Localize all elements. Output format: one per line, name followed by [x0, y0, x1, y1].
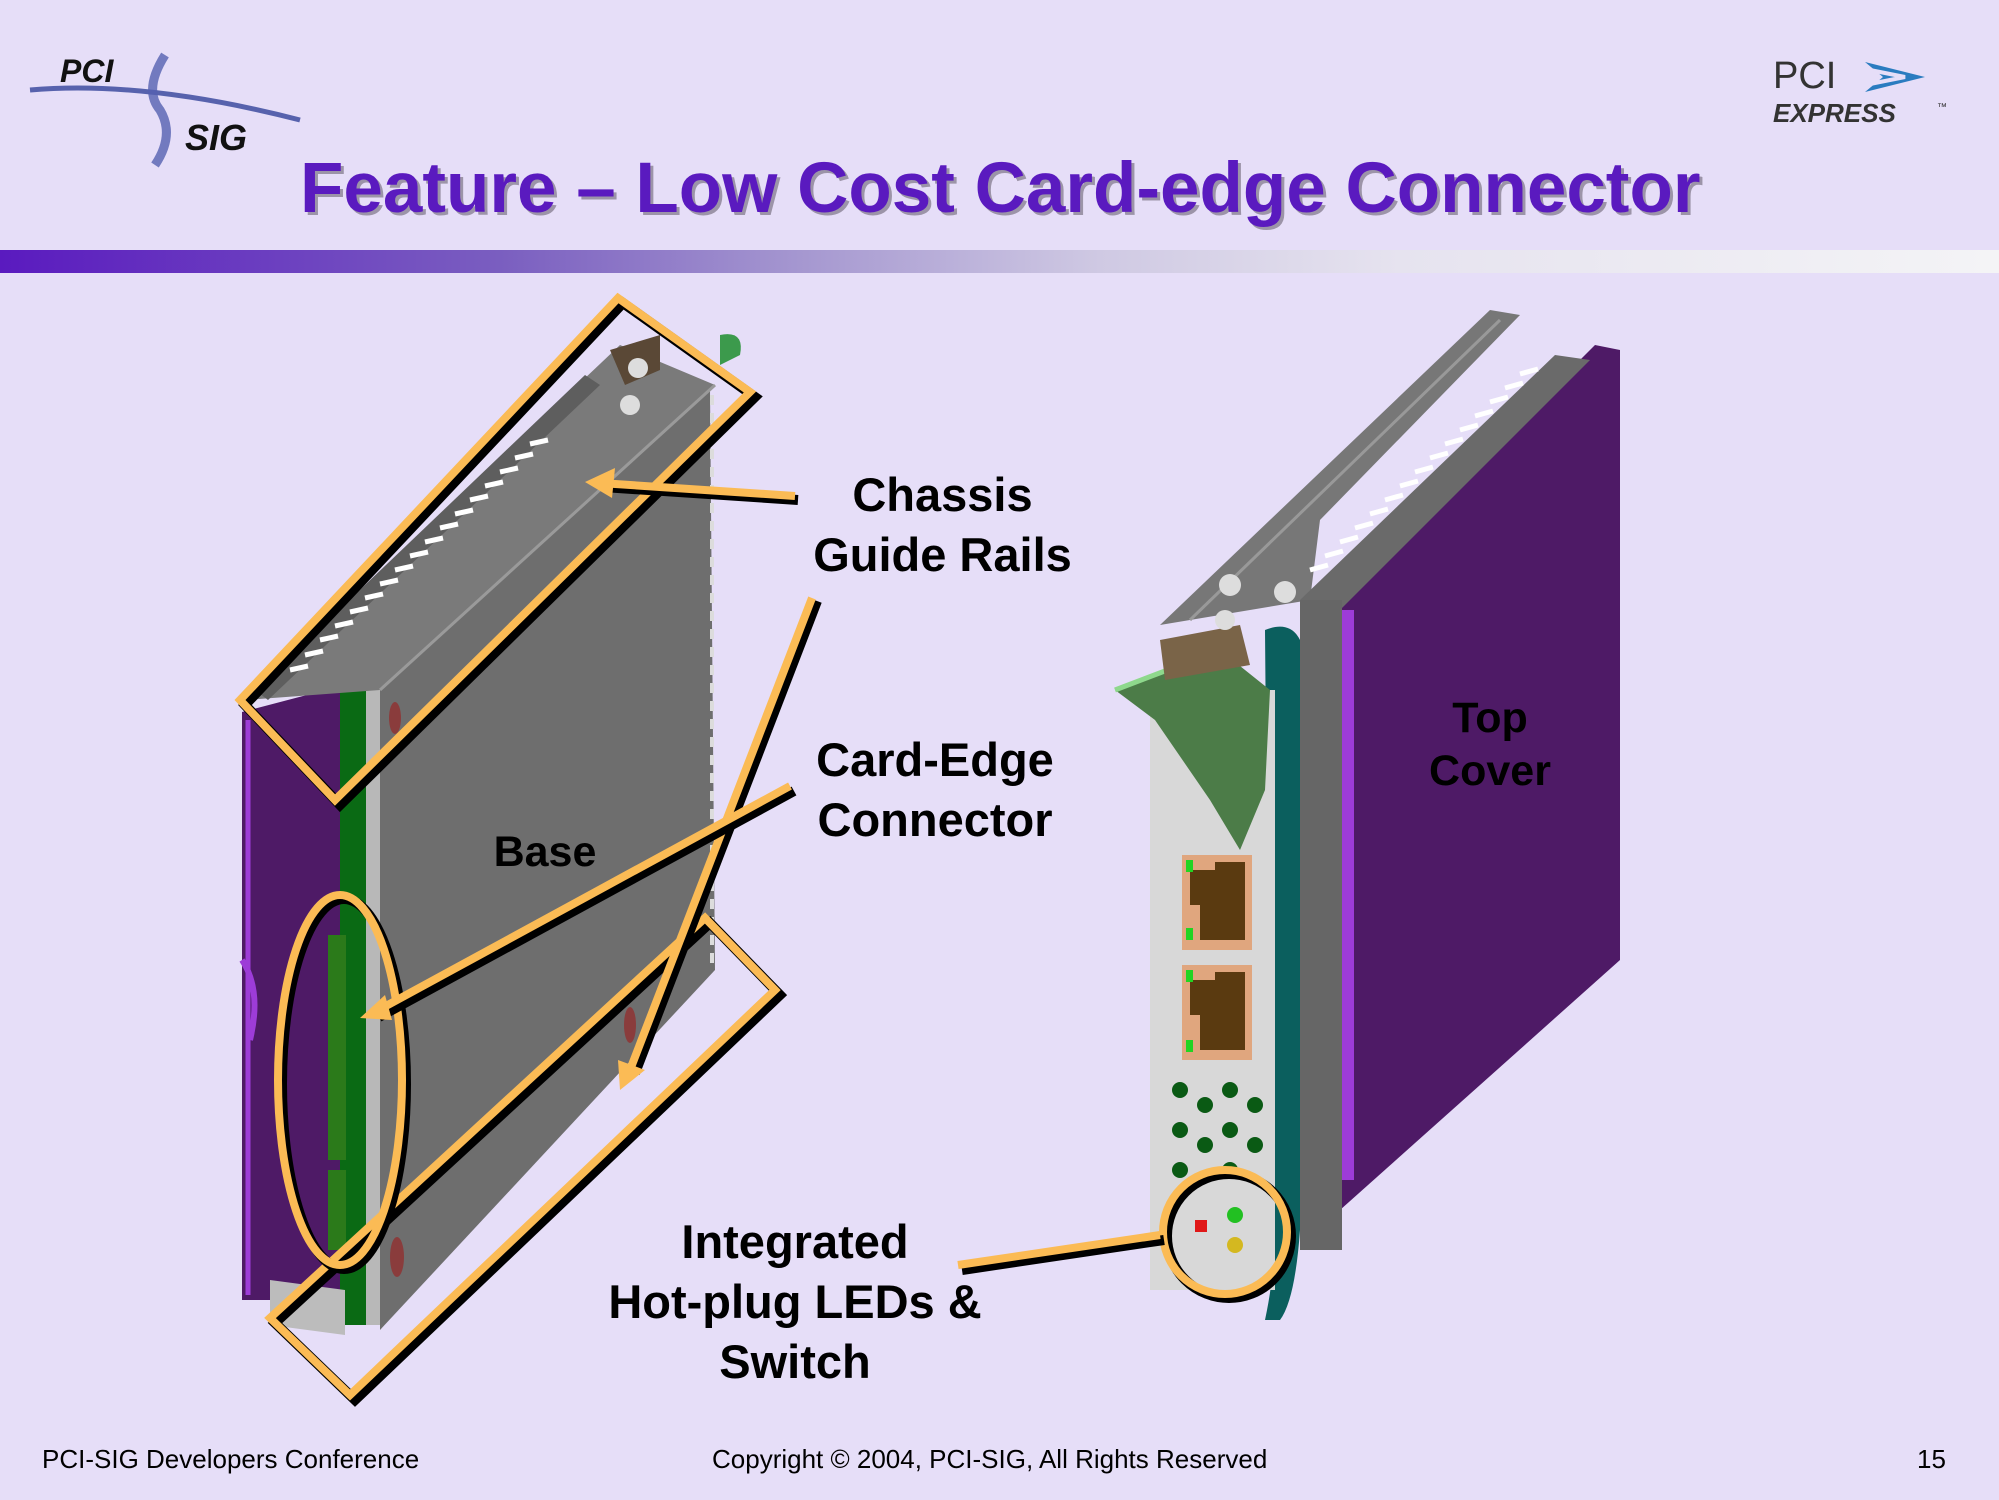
pci-express-logo: PCI EXPRESS ™ — [1773, 55, 1947, 128]
label-line: Integrated — [681, 1215, 909, 1268]
footer-page-number: 15 — [1917, 1444, 1946, 1474]
footer-conference: PCI-SIG Developers Conference — [42, 1444, 420, 1474]
chassis-rail-highlight-box — [234, 292, 757, 806]
rj45-port — [1182, 965, 1252, 1060]
pci-express-logo-express: EXPRESS — [1773, 98, 1896, 128]
screw-icon — [628, 358, 648, 378]
screw-icon — [1215, 610, 1235, 630]
pci-sig-logo-pci: PCI — [60, 53, 114, 89]
screw-icon — [620, 395, 640, 415]
label-line: Switch — [719, 1335, 871, 1388]
screw-icon — [1274, 581, 1296, 603]
label-line: Hot-plug LEDs & — [608, 1275, 982, 1328]
label-hot-plug-leds-switch: Integrated Hot-plug LEDs & Switch — [580, 1212, 1010, 1392]
trademark-mark: ™ — [1937, 102, 1947, 113]
label-line: Connector — [817, 793, 1053, 846]
footer-copyright: Copyright © 2004, PCI-SIG, All Rights Re… — [712, 1444, 1268, 1474]
status-led-icon — [1227, 1237, 1243, 1253]
label-line: Card-Edge — [816, 733, 1054, 786]
label-line: Guide Rails — [813, 528, 1072, 581]
arrow-card-edge-connector — [373, 782, 792, 1016]
label-chassis-guide-rails: Chassis Guide Rails — [790, 465, 1095, 585]
screw-icon — [1219, 574, 1241, 596]
left-module-base-panel — [380, 390, 715, 1330]
title-underline-bar — [0, 250, 1999, 273]
right-module-rail-vents — [1309, 366, 1539, 573]
arrow-hot-plug-leds — [957, 1231, 1161, 1269]
right-module-top-cover-view — [1114, 310, 1620, 1320]
right-module-latch — [1115, 650, 1270, 850]
label-card-edge-connector: Card-Edge Connector — [790, 730, 1080, 850]
top-cover-panel — [1340, 345, 1620, 1210]
rj45-port — [1182, 855, 1252, 950]
pci-sig-logo: PCI SIG — [29, 52, 301, 168]
slide-title: Feature – Low Cost Card-edge Connector — [300, 149, 1701, 228]
card-edge-connector-teeth — [328, 935, 346, 1160]
power-led-icon — [1227, 1207, 1243, 1223]
card-edge-connector-highlight — [274, 891, 406, 1269]
arrow-chassis-guide-rails — [599, 479, 796, 500]
left-module-base-view — [239, 316, 741, 1335]
pci-sig-logo-sig: SIG — [185, 117, 247, 158]
label-line: Top — [1452, 694, 1528, 742]
label-base: Base — [493, 828, 597, 876]
pci-express-logo-pci: PCI — [1773, 55, 1836, 97]
attention-led-icon — [1195, 1220, 1207, 1232]
chassis-rail-highlight-box-bottom — [264, 912, 781, 1401]
label-line: Cover — [1429, 747, 1551, 795]
callouts — [234, 292, 1296, 1407]
left-module-rail-vents — [289, 437, 549, 673]
label-top-cover: Top Cover — [1400, 692, 1580, 798]
hot-plug-leds-highlight — [1159, 1166, 1291, 1298]
label-line: Chassis — [852, 468, 1033, 521]
